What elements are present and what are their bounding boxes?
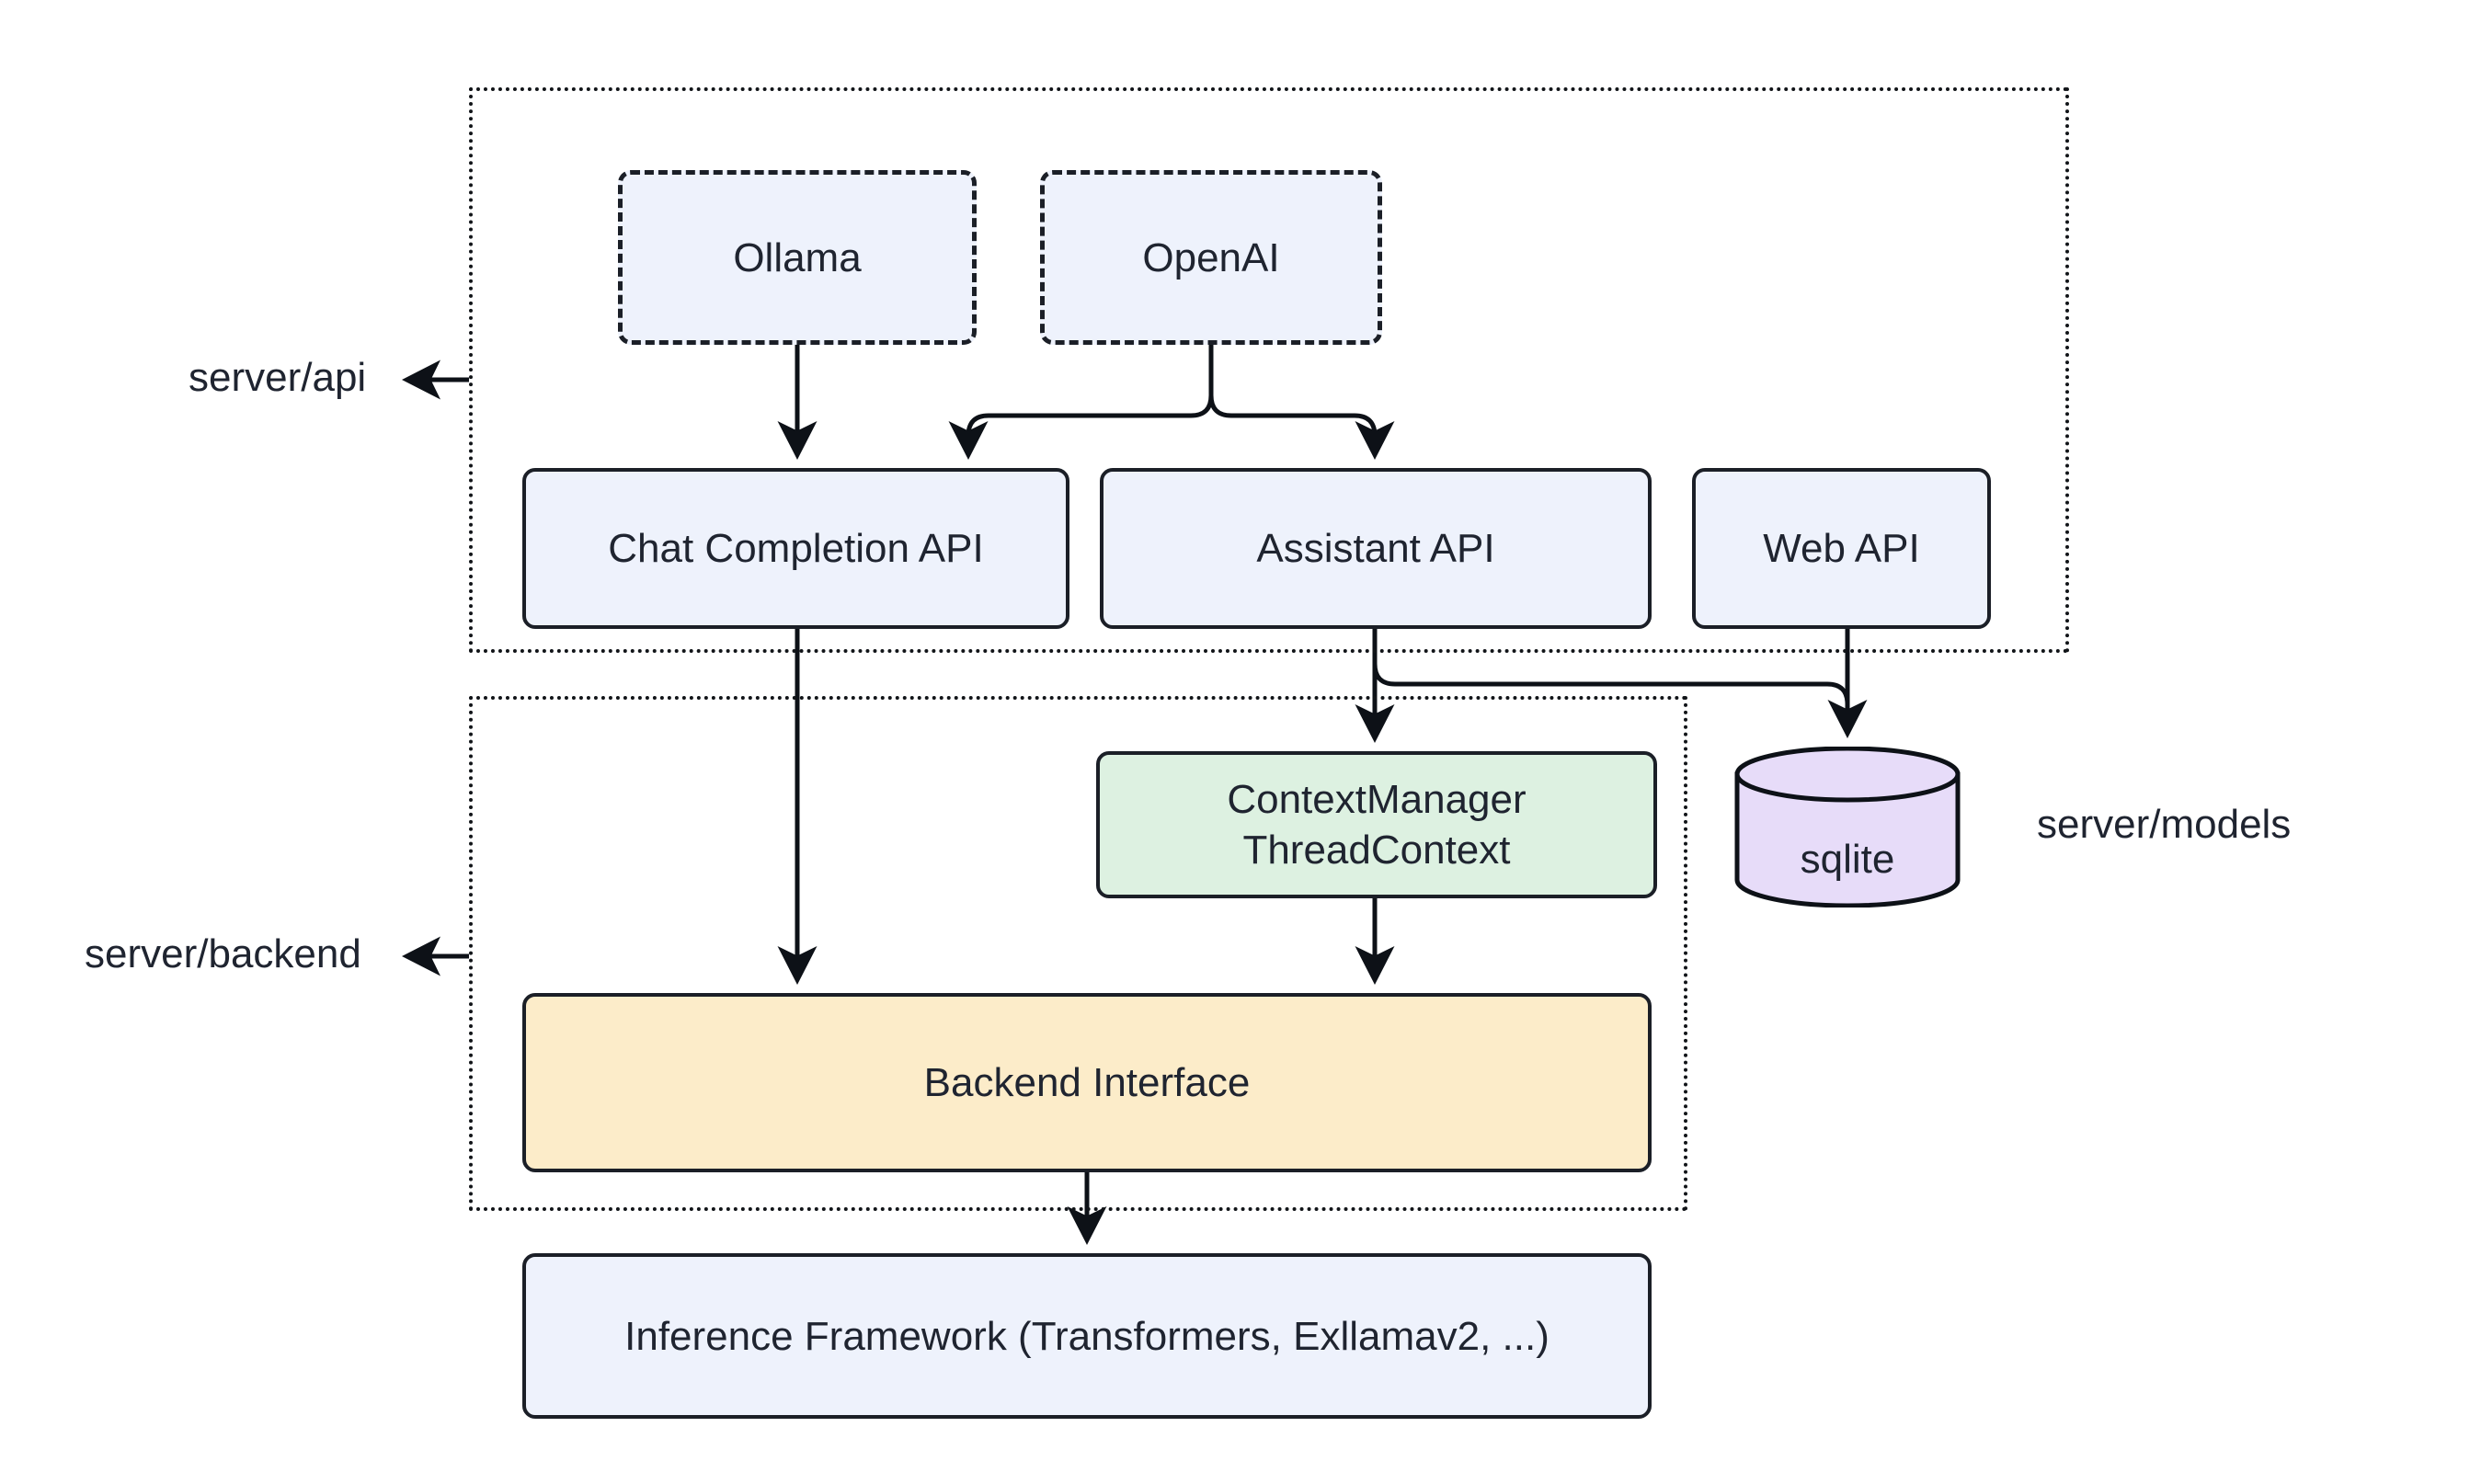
annotation-server-models: server/models bbox=[2037, 802, 2292, 847]
node-ollama[interactable]: Ollama bbox=[618, 170, 977, 345]
node-sqlite-label: sqlite bbox=[1800, 837, 1895, 882]
node-backend-interface[interactable]: Backend Interface bbox=[522, 993, 1652, 1172]
node-sqlite-database[interactable]: sqlite bbox=[1732, 747, 1962, 908]
node-web-api[interactable]: Web API bbox=[1692, 468, 1991, 629]
node-inference-framework[interactable]: Inference Framework (Transformers, Exlla… bbox=[522, 1253, 1652, 1419]
cylinder-icon bbox=[1734, 747, 1961, 908]
node-context-manager[interactable]: ContextManager ThreadContext bbox=[1096, 751, 1657, 898]
node-openai[interactable]: OpenAI bbox=[1040, 170, 1382, 345]
node-chat-completion-api[interactable]: Chat Completion API bbox=[522, 468, 1069, 629]
group-label-server-api: server/api bbox=[189, 355, 367, 400]
group-label-server-backend: server/backend bbox=[85, 931, 361, 976]
group-server-api bbox=[469, 87, 2069, 653]
node-assistant-api[interactable]: Assistant API bbox=[1100, 468, 1652, 629]
